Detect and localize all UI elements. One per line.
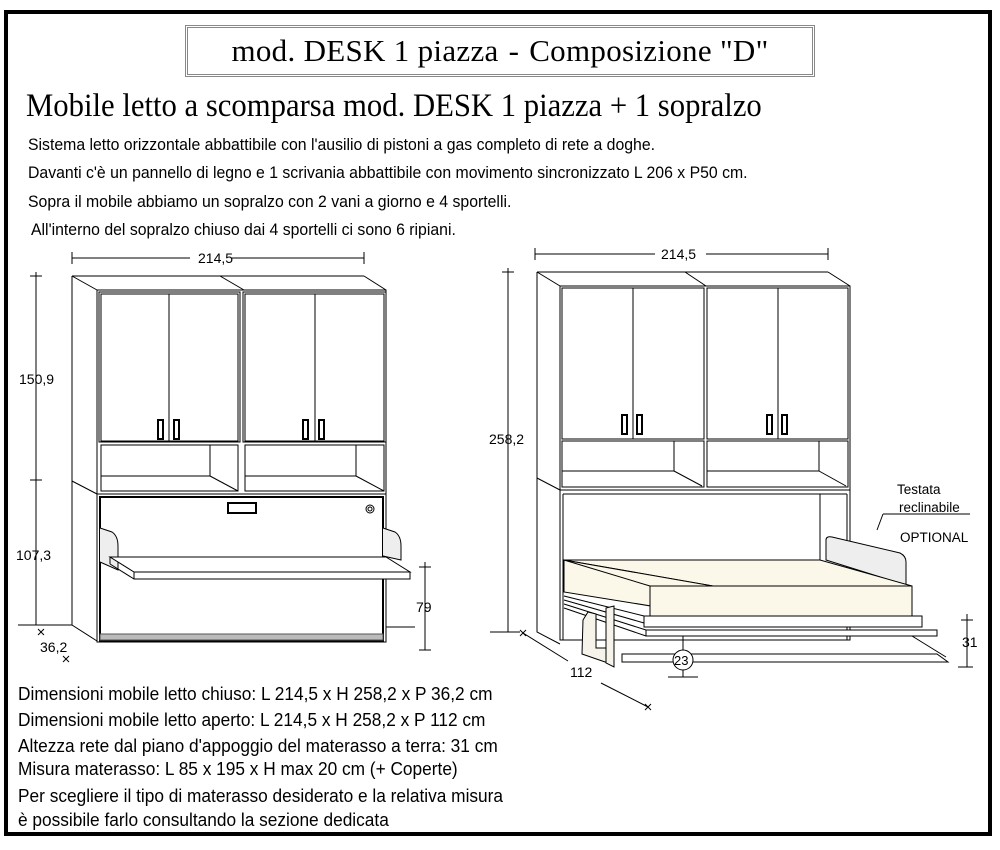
title-box: mod. DESK 1 piazza - Composizione "D"	[185, 25, 815, 77]
open-width-label: 214,5	[661, 246, 696, 262]
closed-desk-height-label: 79	[416, 599, 432, 615]
page-frame	[4, 10, 992, 836]
spec-open-dimensions: Dimensioni mobile letto aperto: L 214,5 …	[18, 710, 486, 730]
headboard-label-2: reclinabile	[899, 500, 960, 515]
title-model: mod. DESK 1 piazza	[231, 33, 499, 68]
headboard-label-1: Testata	[897, 482, 941, 497]
spec-bed-height: Altezza rete dal piano d'appoggio del ma…	[18, 736, 498, 756]
spec-mattress-size: Misura materasso: L 85 x 195 x H max 20 …	[18, 759, 458, 779]
description-line-1: Sistema letto orizzontale abbattibile co…	[28, 135, 656, 154]
spec-closed-dimensions: Dimensioni mobile letto chiuso: L 214,5 …	[18, 684, 493, 704]
note-line-2: è possibile farlo consultando la sezione…	[18, 810, 389, 830]
description-line-4: All'interno del sopralzo chiuso dai 4 sp…	[31, 220, 456, 239]
closed-depth-label: 36,2	[40, 639, 67, 655]
closed-bed-drawing	[18, 252, 431, 663]
headline: Mobile letto a scomparsa mod. DESK 1 pia…	[26, 88, 762, 124]
headboard-optional-label: OPTIONAL	[900, 530, 969, 545]
open-bed-drawing	[490, 248, 973, 711]
title-separator: -	[508, 33, 520, 68]
title-composition: Composizione "D"	[529, 33, 769, 68]
description-line-3: Sopra il mobile abbiamo un sopralzo con …	[28, 192, 512, 211]
open-height-label: 258,2	[489, 431, 524, 447]
description-line-2: Davanti c'è un pannello di legno e 1 scr…	[28, 163, 748, 182]
closed-width-label: 214,5	[198, 250, 233, 266]
open-depth-label: 112	[570, 664, 593, 680]
open-bed-height-label: 31	[962, 634, 978, 650]
closed-lower-height-label: 107,3	[16, 547, 51, 563]
note-line-1: Per scegliere il tipo di materasso desid…	[18, 786, 504, 806]
leg-height-label: 23	[674, 653, 688, 668]
closed-upper-height-label: 150,9	[19, 371, 54, 387]
